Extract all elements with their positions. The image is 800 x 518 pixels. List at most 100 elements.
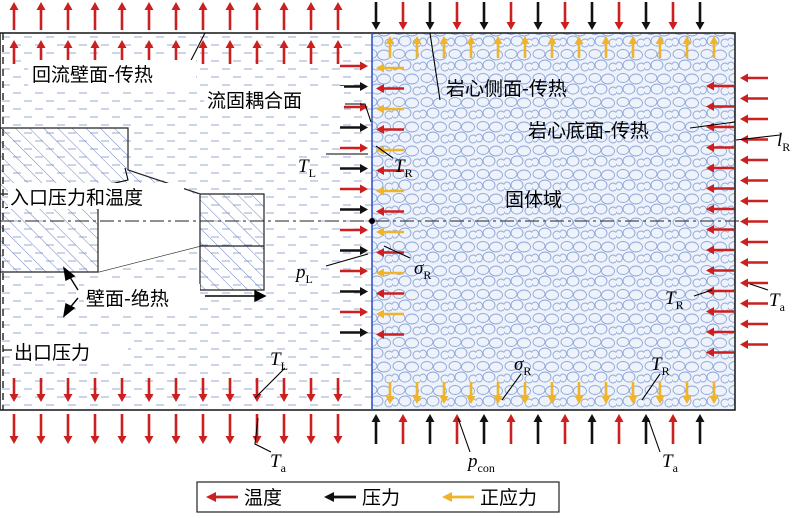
bottom-fluid-temperature-arrow	[279, 414, 289, 444]
leader-sigmaR1	[383, 245, 411, 259]
label-fluid-solid-interface: 流固耦合面	[207, 90, 302, 112]
arrow-head	[360, 287, 368, 296]
legend: 温度压力正应力	[196, 481, 560, 513]
arrow-head	[117, 40, 127, 48]
label-bg-backflow	[28, 60, 196, 86]
bottom-rock-stress-arrow	[628, 382, 638, 404]
interface-left-arrow	[340, 123, 368, 132]
arrow-head	[63, 2, 73, 10]
arrow-head	[252, 40, 262, 48]
right-outer-temperature-arrow	[740, 196, 768, 206]
arrow-head	[706, 81, 714, 91]
label-solid-domain: 固体域	[505, 189, 562, 211]
interface-left-arrow	[340, 266, 368, 276]
arrow-head	[601, 36, 611, 44]
arrow-head	[171, 2, 181, 10]
top-rock-stress-arrow	[601, 36, 611, 58]
bottom-rock-load-arrow	[560, 414, 570, 444]
arrow-head	[9, 394, 19, 402]
bottom-fluid-temperature-arrow	[9, 414, 19, 444]
right-outer-temperature-arrow	[740, 176, 768, 185]
arrow-head	[63, 436, 73, 444]
legend-swatch-head	[206, 492, 216, 502]
arrow-head	[493, 36, 503, 44]
arrow-head	[117, 436, 127, 444]
bottom-rock-load-arrow	[587, 414, 597, 444]
center-point	[369, 218, 375, 224]
arrow-head	[706, 143, 714, 152]
arrow-head	[279, 394, 289, 402]
sym-pL: pL	[294, 262, 313, 286]
arrow-head	[376, 330, 384, 339]
arrow-head	[740, 217, 748, 226]
top-rock-load-arrow	[452, 2, 462, 30]
arrow-head	[306, 2, 316, 10]
legend-box	[196, 481, 560, 513]
arrow-head	[360, 143, 368, 153]
bottom-fluid-inner-arrow	[144, 378, 154, 402]
arrow-head	[360, 246, 368, 255]
right-outer-temperature-arrow	[740, 217, 768, 226]
arrow-head	[452, 22, 462, 30]
arrow-head	[144, 2, 154, 10]
right-inner-temperature-arrow	[706, 307, 734, 316]
arrow-head	[479, 414, 489, 422]
arrow-head	[36, 394, 46, 402]
right-outer-temperature-arrow	[740, 278, 768, 288]
interface-left-arrow	[340, 61, 368, 71]
arrow-head	[90, 394, 100, 402]
bottom-rock-stress-arrow	[709, 382, 719, 404]
top-rock-stress-arrow	[682, 36, 692, 58]
bottom-rock-load-arrow	[371, 414, 381, 444]
right-inner-temperature-arrow	[706, 266, 734, 275]
arrow-head	[695, 414, 705, 422]
label-core-bottom: 岩心底面-传热	[528, 120, 649, 142]
label-bg-inlet	[8, 183, 184, 209]
arrow-head	[306, 436, 316, 444]
legend-item: 温度	[206, 487, 282, 509]
sym-TR-1: TR	[394, 156, 413, 180]
interface-left-arrow	[340, 246, 368, 255]
top-rock-stress-arrow	[655, 36, 665, 58]
interface-right-arrow	[376, 227, 404, 237]
arrow-head	[614, 414, 624, 422]
interface-right-arrow	[376, 145, 404, 155]
arrow-head	[90, 40, 100, 48]
bottom-rock-load-arrow	[695, 414, 705, 444]
arrow-head	[493, 396, 503, 404]
leader-Ta-bottom-left	[254, 417, 272, 453]
bottom-fluid-temperature-arrow	[144, 414, 154, 444]
arrow-head	[376, 84, 384, 93]
arrow-head	[225, 394, 235, 402]
interface-left-arrow	[340, 307, 368, 317]
interface-right-arrow	[376, 84, 404, 93]
arrow-head	[376, 186, 384, 196]
top-rock-stress-arrow	[385, 36, 395, 58]
right-outer-temperature-arrow	[740, 94, 768, 103]
interface-right-arrow	[376, 289, 404, 298]
right-inner-temperature-arrow	[706, 143, 734, 152]
arrow-head	[533, 22, 543, 30]
bottom-rock-stress-arrow	[520, 382, 530, 404]
arrow-head	[376, 145, 384, 155]
legend-items: 温度压力正应力	[206, 487, 537, 509]
arrow-head	[740, 319, 748, 329]
arrow-head	[9, 40, 19, 48]
arrow-head	[360, 205, 368, 214]
bottom-fluid-inner-arrow	[171, 378, 181, 402]
arrow-head	[9, 2, 19, 10]
top-rock-stress-arrow	[439, 36, 449, 58]
arrow-head	[360, 184, 368, 194]
sym-TL-2: TL	[270, 349, 288, 373]
wall-adiabatic-arrows	[63, 266, 267, 318]
arrow-head	[740, 176, 748, 185]
arrow-head	[614, 22, 624, 30]
right-inner-temperature-arrow	[706, 348, 734, 357]
arrow-head	[740, 278, 748, 288]
interface-right-arrow	[376, 330, 404, 339]
arrow-head	[709, 396, 719, 404]
interface-right-arrow	[376, 125, 404, 134]
arrow-head	[628, 36, 638, 44]
arrow-head	[706, 266, 714, 275]
sym-lR: lR	[777, 130, 790, 154]
